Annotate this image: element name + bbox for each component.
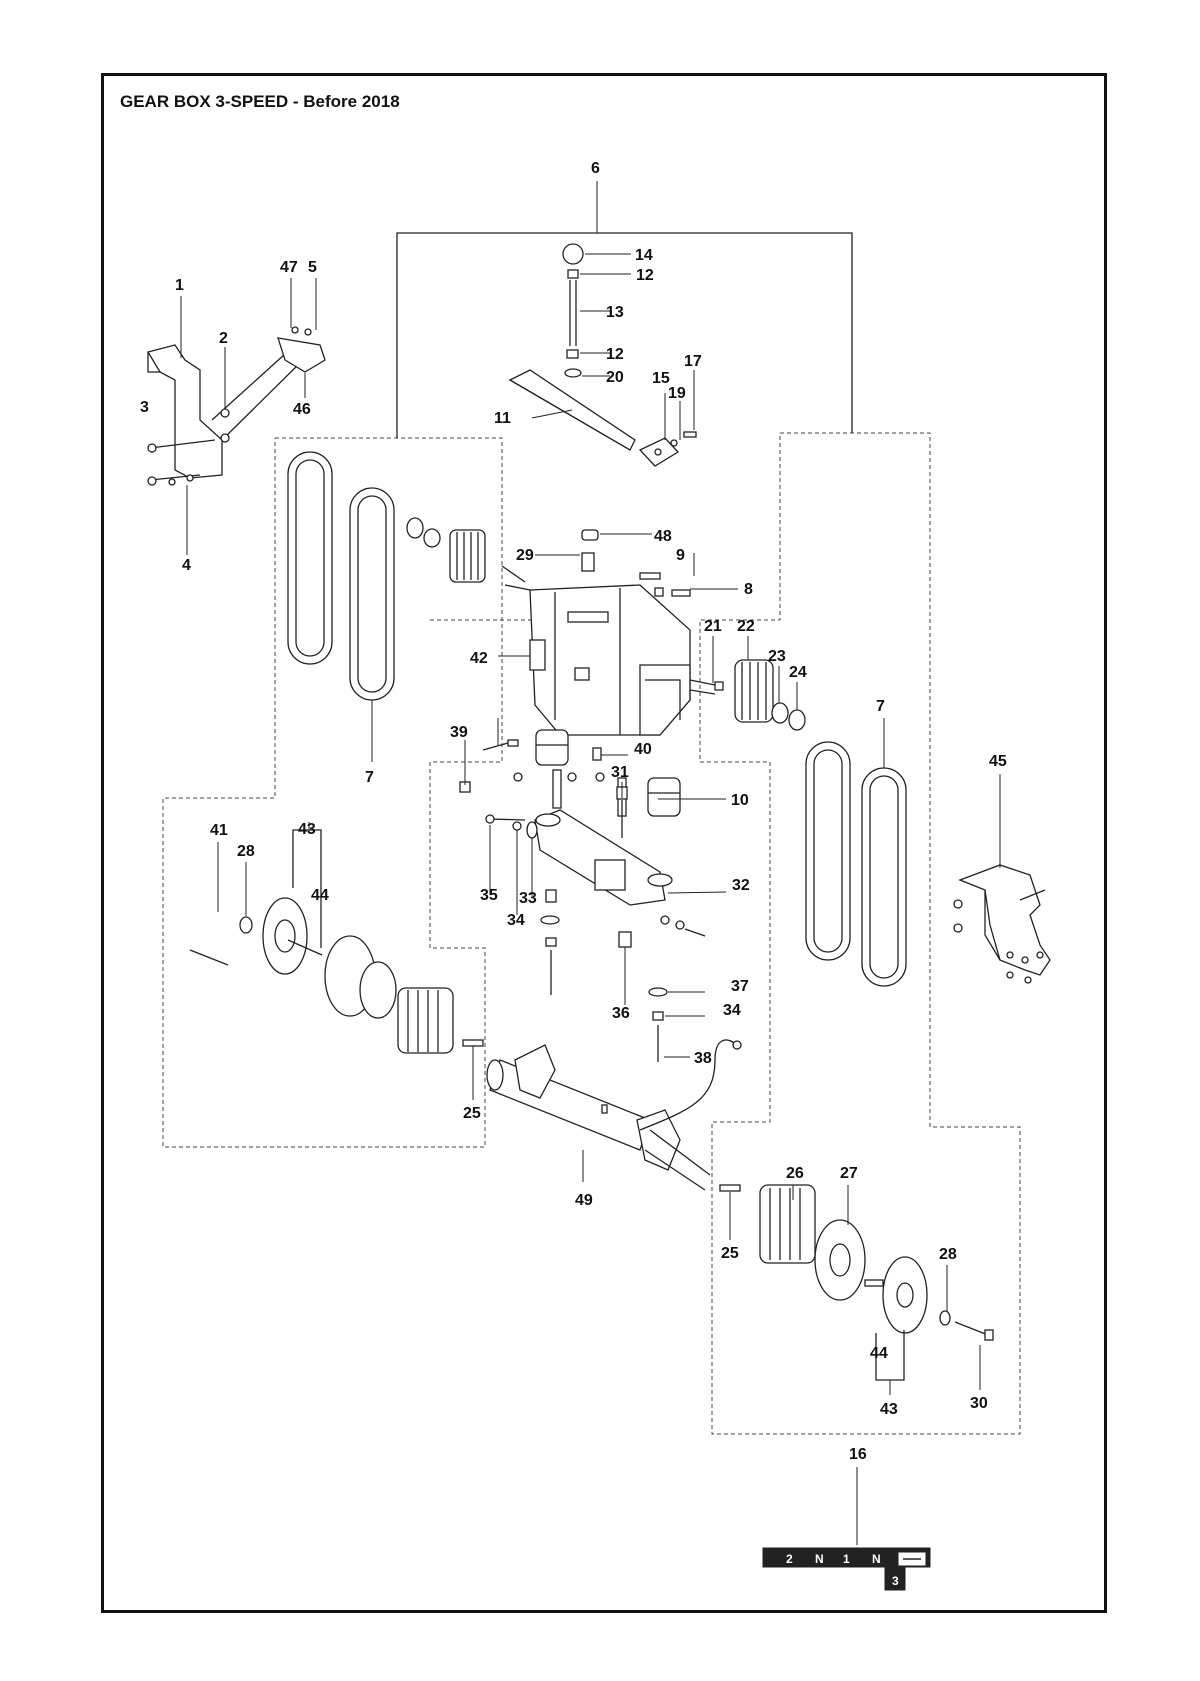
callout-11: 11 <box>494 410 511 427</box>
callout-25-right: 25 <box>721 1245 739 1262</box>
callout-39: 39 <box>450 724 468 741</box>
callout-7-right: 7 <box>876 698 885 715</box>
callout-33: 33 <box>519 890 537 907</box>
callout-9: 9 <box>676 547 685 564</box>
callout-36: 36 <box>612 1005 630 1022</box>
callout-27: 27 <box>840 1165 858 1182</box>
callout-28-right: 28 <box>939 1246 957 1263</box>
lower-right-pulley <box>719 1184 994 1395</box>
callout-34-left: 34 <box>507 912 525 929</box>
callout-3: 3 <box>140 399 149 416</box>
callout-32: 32 <box>732 877 750 894</box>
belts-right <box>805 718 907 987</box>
callout-22: 22 <box>737 618 755 635</box>
diagram-title: GEAR BOX 3-SPEED - Before 2018 <box>120 92 400 111</box>
callout-1: 1 <box>175 277 184 294</box>
cover-bracket <box>953 774 1051 984</box>
callout-14: 14 <box>635 247 653 264</box>
callout-15: 15 <box>652 370 670 387</box>
decal-neutral-2: N <box>872 1552 881 1566</box>
callout-12-top: 12 <box>636 267 654 284</box>
callout-24: 24 <box>789 664 807 681</box>
callout-34-right: 34 <box>723 1002 741 1019</box>
decal-neutral-1: N <box>815 1552 824 1566</box>
shift-pattern-decal: 2 N 1 N 3 <box>762 1547 931 1591</box>
callout-26: 26 <box>786 1165 804 1182</box>
mount-frame <box>459 718 727 1062</box>
callout-49: 49 <box>575 1192 593 1209</box>
callout-13: 13 <box>606 304 624 321</box>
callout-44-left: 44 <box>311 887 329 904</box>
callout-35: 35 <box>480 887 498 904</box>
drawing-frame <box>101 73 1107 1613</box>
axle-assembly <box>486 1039 742 1191</box>
callout-4: 4 <box>182 557 191 574</box>
callout-43-left: 43 <box>298 821 316 838</box>
callout-31: 31 <box>611 764 629 781</box>
callout-7-left: 7 <box>365 769 374 786</box>
callout-48: 48 <box>654 528 672 545</box>
callout-23: 23 <box>768 648 786 665</box>
callout-30: 30 <box>970 1395 988 1412</box>
callout-10: 10 <box>731 792 749 809</box>
callout-29: 29 <box>516 547 534 564</box>
callout-21: 21 <box>704 618 722 635</box>
callout-19: 19 <box>668 385 686 402</box>
callout-40: 40 <box>634 741 652 758</box>
callout-46: 46 <box>293 401 311 418</box>
callout-25-left: 25 <box>463 1105 481 1122</box>
callout-28-left: 28 <box>237 843 255 860</box>
callout-38: 38 <box>694 1050 712 1067</box>
callout-labels: 1 2 3 4 5 6 7 7 8 9 10 11 12 12 13 14 15… <box>140 160 1007 1463</box>
callout-12-bottom: 12 <box>606 346 624 363</box>
callout-41: 41 <box>210 822 228 839</box>
callout-6: 6 <box>591 160 600 177</box>
callout-16: 16 <box>849 1446 867 1463</box>
pedal-assembly <box>146 278 326 555</box>
callout-44-right: 44 <box>870 1345 888 1362</box>
right-pulley <box>712 636 806 731</box>
callout-5: 5 <box>308 259 317 276</box>
decal-gear-1: 1 <box>843 1552 850 1566</box>
callout-17: 17 <box>684 353 702 370</box>
callout-2: 2 <box>219 330 228 347</box>
belts-left <box>287 451 395 762</box>
callout-45: 45 <box>989 753 1007 770</box>
callout-20: 20 <box>606 369 624 386</box>
upper-left-pulley <box>406 517 526 583</box>
callout-47: 47 <box>280 259 298 276</box>
decal-gear-2: 2 <box>786 1552 793 1566</box>
decal-gear-3: 3 <box>892 1574 899 1588</box>
callout-42: 42 <box>470 650 488 667</box>
lower-left-pulley <box>189 822 484 1100</box>
gearbox-body <box>498 529 738 736</box>
gear-lever-assembly <box>508 243 697 467</box>
callout-8: 8 <box>744 581 753 598</box>
callout-43-right: 43 <box>880 1401 898 1418</box>
callout-37: 37 <box>731 978 749 995</box>
bracket-6 <box>396 181 853 438</box>
